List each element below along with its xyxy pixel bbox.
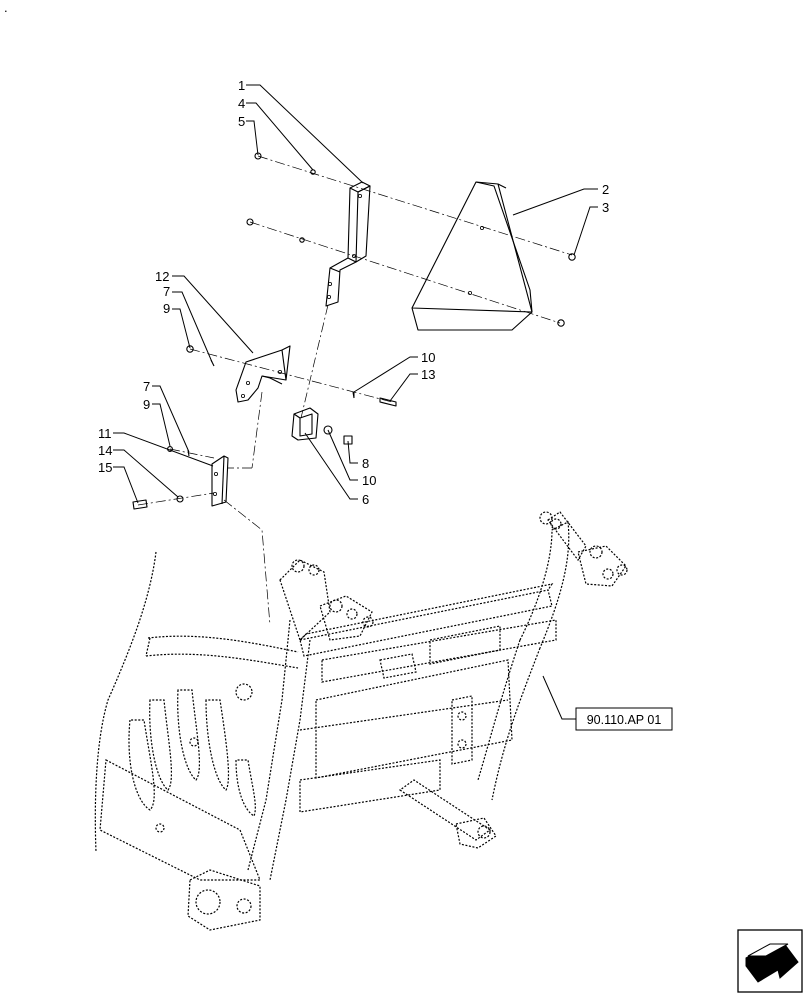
leader-6 xyxy=(304,432,358,500)
washer-10-upper xyxy=(352,391,355,399)
leader-10-lower xyxy=(327,429,358,481)
leader-7-lower xyxy=(152,385,190,453)
part-12-bracket xyxy=(235,345,291,403)
callout-7-lower: 7 xyxy=(143,379,150,394)
nut-3 xyxy=(568,253,576,261)
leader-9-upper xyxy=(172,308,191,349)
leader-9-lower xyxy=(152,403,171,447)
leader-10-upper xyxy=(353,356,418,398)
leader-5 xyxy=(246,120,259,156)
bolt-8 xyxy=(343,435,353,445)
leader-reference xyxy=(542,675,576,720)
centerline-plate-lower xyxy=(137,492,215,506)
callout-2: 2 xyxy=(602,182,609,197)
callout-12: 12 xyxy=(155,269,169,284)
callout-6: 6 xyxy=(362,492,369,507)
part-6-clamp xyxy=(291,407,319,441)
reference-box[interactable]: 90.110.AP 01 xyxy=(575,707,673,731)
callout-1: 1 xyxy=(238,78,245,93)
nut-upper-2 xyxy=(246,218,254,226)
centerline-bracket-bolt xyxy=(189,348,393,403)
leader-7-upper xyxy=(172,291,213,363)
nut-9-upper xyxy=(186,345,194,353)
washer-7-lower xyxy=(187,449,190,457)
leader-lines xyxy=(113,84,598,720)
nut-3-lower xyxy=(557,319,565,327)
leader-14 xyxy=(113,449,179,498)
washer-14 xyxy=(176,495,184,503)
corner-mark: . xyxy=(4,0,8,15)
nut-5 xyxy=(254,152,262,160)
callout-3: 3 xyxy=(602,200,609,215)
callout-9-lower: 9 xyxy=(143,397,150,412)
callout-14: 14 xyxy=(98,443,112,458)
callout-10-upper: 10 xyxy=(421,350,435,365)
callout-11: 11 xyxy=(98,426,112,441)
washer-4 xyxy=(310,169,316,175)
callout-9-upper: 9 xyxy=(163,301,170,316)
leader-2 xyxy=(512,188,598,216)
centerline-plate-upper xyxy=(169,448,215,459)
callout-15: 15 xyxy=(98,460,112,475)
reference-frame xyxy=(575,707,673,731)
callout-10-lower: 10 xyxy=(362,473,376,488)
centerline-lower-bolt xyxy=(249,221,561,324)
callout-13: 13 xyxy=(421,367,435,382)
leader-15 xyxy=(113,466,139,504)
callout-7-upper: 7 xyxy=(163,284,170,299)
callout-labels: 1 4 5 2 3 12 7 9 10 13 7 9 11 14 15 8 10… xyxy=(98,78,609,507)
washer-10-lower xyxy=(323,425,333,435)
washer-upper-2 xyxy=(299,237,305,243)
next-page-arrow-icon[interactable] xyxy=(737,929,803,993)
hardware-items xyxy=(132,152,576,510)
vehicle-frame xyxy=(94,511,628,931)
assembly-centerlines xyxy=(137,155,573,626)
part-11-plate xyxy=(211,455,229,507)
callout-4: 4 xyxy=(238,96,245,111)
leader-12 xyxy=(172,275,254,354)
centerline-to-frame xyxy=(223,499,271,626)
callout-5: 5 xyxy=(238,114,245,129)
leader-11 xyxy=(113,432,214,467)
leader-4 xyxy=(246,102,314,171)
reference-label[interactable]: 90.110.AP 01 xyxy=(587,713,662,727)
callout-8: 8 xyxy=(362,456,369,471)
bolt-15 xyxy=(132,499,148,510)
centerline-vertical-1 xyxy=(300,304,329,419)
part-1-upper-bracket xyxy=(325,181,371,307)
leader-1 xyxy=(246,84,364,184)
nut-9-lower xyxy=(167,446,173,452)
part-2-triangle-sign xyxy=(411,181,533,331)
leader-13 xyxy=(389,373,418,402)
leader-3 xyxy=(573,206,598,256)
washer-7-upper xyxy=(210,359,215,367)
bolt-13 xyxy=(379,397,397,407)
leader-8 xyxy=(347,440,358,464)
centerline-vertical-2 xyxy=(251,391,263,469)
